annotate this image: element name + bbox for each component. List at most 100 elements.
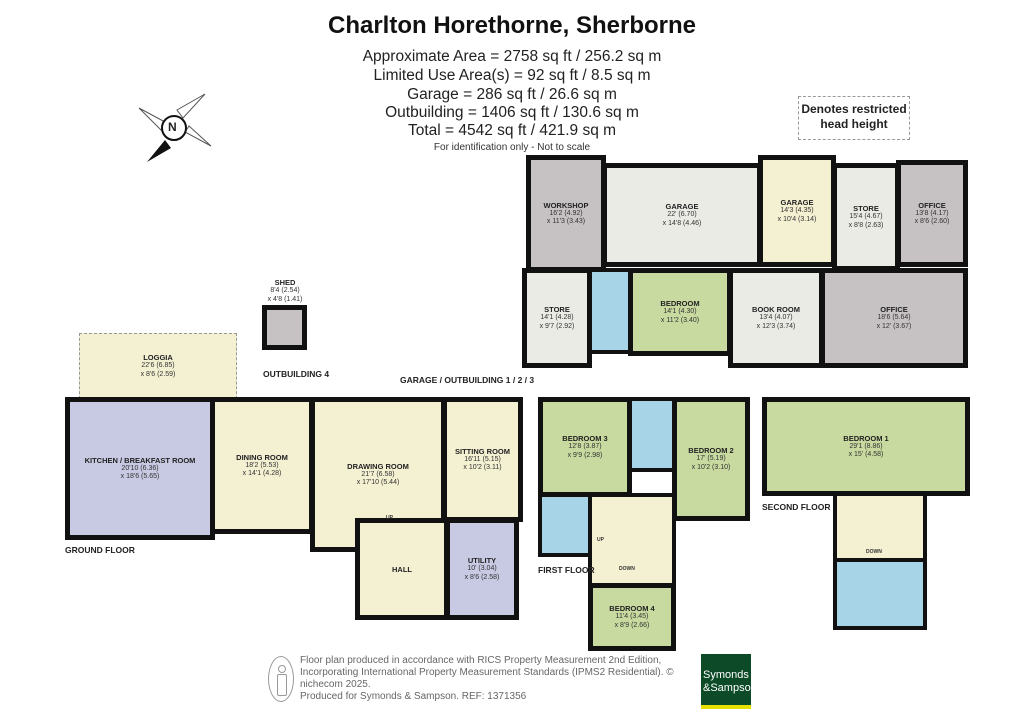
room-name: Garage <box>780 198 814 207</box>
disclaimer-note: For identification only - Not to scale <box>433 142 591 153</box>
room-dimension: 11'4 (3.45) <box>615 613 649 620</box>
room-first-floor-bathroom <box>628 397 676 472</box>
room-bedroom-2: Bedroom 217' (5.19)x 10'2 (3.10) <box>672 397 750 521</box>
room-dimension: 16'11 (5.15) <box>464 455 501 463</box>
garage-outbuilding-label: GARAGE / OUTBUILDING 1 / 2 / 3 <box>400 375 535 385</box>
room-sitting: Sitting Room16'11 (5.15)x 10'2 (3.11) <box>442 397 523 522</box>
room-dimension: x 8'9 (2.66) <box>614 621 650 629</box>
room-name: Drawing Room <box>347 461 409 471</box>
room-dimension: x 9'9 (2.98) <box>567 451 603 459</box>
room-dimension: x 10'2 (3.10) <box>691 463 731 471</box>
stairs-up-label: UP <box>597 537 604 543</box>
room-dimension: x 14'1 (4.28) <box>242 470 282 477</box>
legend-line-1: Denotes restricted <box>801 102 907 116</box>
page-title: Charlton Horethorne, Sherborne <box>327 12 697 39</box>
room-dimension: x 14'8 (4.46) <box>662 219 702 227</box>
room-dining: Dining Room18'2 (5.53)x 14'1 (4.28) <box>210 397 314 534</box>
person-scale-icon <box>268 656 294 702</box>
room-dimension: x 17'10 (5.44) <box>356 479 400 486</box>
room-name: Office <box>918 200 946 210</box>
room-dimension: x 10'2 (3.11) <box>463 464 502 471</box>
room-name: Store <box>544 305 570 314</box>
garage-area: Garage = 286 sq ft / 26.6 sq m <box>407 86 617 103</box>
room-dimension: 20'10 (6.36) <box>121 464 159 472</box>
first-floor-label: FIRST FLOOR <box>538 565 595 575</box>
ground-floor-label: GROUND FLOOR <box>65 545 135 555</box>
room-bedroom-3: Bedroom 312'8 (3.87)x 9'9 (2.98) <box>538 397 632 497</box>
room-dimension: x 8'8 (2.63) <box>848 221 884 229</box>
room-dimension: 22' (6.70) <box>667 211 697 218</box>
room-office-1: Office13'8 (4.17)x 8'6 (2.60) <box>896 160 968 267</box>
room-second-floor-landing <box>833 492 927 562</box>
room-dimension: 10' (3.04) <box>467 565 497 572</box>
room-name: Book Room <box>752 305 800 314</box>
room-first-floor-landing <box>588 493 676 587</box>
stairs-down-label: DOWN <box>866 549 882 555</box>
room-dimension: 17' (5.19) <box>696 455 726 462</box>
room-name: Bedroom 2 <box>688 446 734 455</box>
room-name: Dining Room <box>236 452 288 462</box>
footer-line-3: Produced for Symonds & Sampson. REF: 137… <box>300 691 527 702</box>
room-dimension: 12'8 (3.87) <box>568 443 602 450</box>
room-dimension: 18'2 (5.53) <box>245 461 279 469</box>
room-garage-2: Garage14'3 (4.35)x 10'4 (3.14) <box>758 155 836 267</box>
room-name: Shed <box>274 278 296 287</box>
room-dimension: 22'6 (6.85) <box>141 362 175 369</box>
outbuilding-area: Outbuilding = 1406 sq ft / 130.6 sq m <box>385 104 639 121</box>
room-loggia: Loggia22'6 (6.85)x 8'6 (2.59) <box>79 333 237 399</box>
room-dimension: 15'4 (4.67) <box>849 213 883 220</box>
room-dimension: x 8'6 (2.58) <box>464 573 500 581</box>
room-dimension: 14'3 (4.35) <box>780 207 814 214</box>
room-dimension: x 8'6 (2.59) <box>140 370 176 378</box>
room-office-2: Office18'6 (5.64)x 12' (3.67) <box>820 268 968 368</box>
compass-icon: N <box>135 90 215 165</box>
room-dimension: x 11'3 (3.43) <box>546 218 586 225</box>
room-dimension: x 8'6 (2.60) <box>914 218 950 225</box>
room-dimension: 29'1 (8.86) <box>849 442 883 450</box>
compass-north-label: N <box>168 120 177 134</box>
room-kitchen-breakfast: Kitchen / Breakfast Room20'10 (6.36)x 18… <box>65 397 215 540</box>
total-area: Total = 4542 sq ft / 421.9 sq m <box>407 122 617 139</box>
room-name: Utility <box>467 556 497 565</box>
room-utility: Utility10' (3.04)x 8'6 (2.58) <box>445 518 519 620</box>
room-dimension: 18'6 (5.64) <box>877 314 911 321</box>
symonds-sampson-logo: Symonds &Sampson <box>701 654 757 709</box>
stairs-down-label: DOWN <box>619 566 635 572</box>
room-bedroom-4: Bedroom 411'4 (3.45)x 8'9 (2.66) <box>588 583 676 651</box>
room-name: Hall <box>392 564 412 574</box>
footer-disclaimer: Floor plan produced in accordance with R… <box>300 655 692 703</box>
footer-line-1: Floor plan produced in accordance with R… <box>300 655 662 666</box>
room-name: Bedroom 4 <box>609 604 655 613</box>
logo-line-2: &Sampson <box>703 682 757 694</box>
second-floor-label: SECOND FLOOR <box>762 502 831 512</box>
room-dimension: 13'4 (4.07) <box>759 314 793 321</box>
room-outbuilding-bathroom <box>588 268 632 354</box>
room-name: Workshop <box>543 200 589 210</box>
room-dimension: x 10'4 (3.14) <box>777 215 817 223</box>
room-name: Loggia <box>143 353 173 362</box>
room-store-1: Store15'4 (4.67)x 8'8 (2.63) <box>832 163 900 271</box>
room-hall: Hall <box>355 518 449 620</box>
room-name: Bedroom <box>660 299 700 308</box>
room-dimension: x 9'7 (2.92) <box>539 322 575 330</box>
restricted-head-height-legend: Denotes restricted head height <box>798 96 910 140</box>
room-dimension: x 12' (3.67) <box>876 322 912 330</box>
room-dimension: x 11'2 (3.40) <box>660 316 700 324</box>
room-name: Garage <box>665 202 699 211</box>
room-dimension: x 12'3 (3.74) <box>756 322 796 330</box>
room-dimension: 14'1 (4.30) <box>663 308 697 315</box>
room-name: Office <box>880 305 908 314</box>
room-name: Bedroom 3 <box>562 434 608 443</box>
room-bedroom-outbuilding: Bedroom14'1 (4.30)x 11'2 (3.40) <box>628 268 732 356</box>
footer-line-2: Incorporating International Property Mea… <box>300 667 674 690</box>
room-dimension: x 4'8 (1.41) <box>267 295 303 303</box>
room-bedroom-1: Bedroom 129'1 (8.86)x 15' (4.58) <box>762 397 970 496</box>
logo-line-1: Symonds <box>703 669 749 681</box>
room-dimension: 14'1 (4.28) <box>540 314 574 321</box>
outbuilding-4-label: OUTBUILDING 4 <box>263 369 330 379</box>
room-store-2: Store14'1 (4.28)x 9'7 (2.92) <box>522 268 592 368</box>
room-name: Sitting Room <box>455 446 510 456</box>
legend-line-2: head height <box>820 117 888 131</box>
room-second-floor-bathroom <box>833 558 927 630</box>
shed-label: Shed8'4 (2.54)x 4'8 (1.41) <box>255 278 315 304</box>
